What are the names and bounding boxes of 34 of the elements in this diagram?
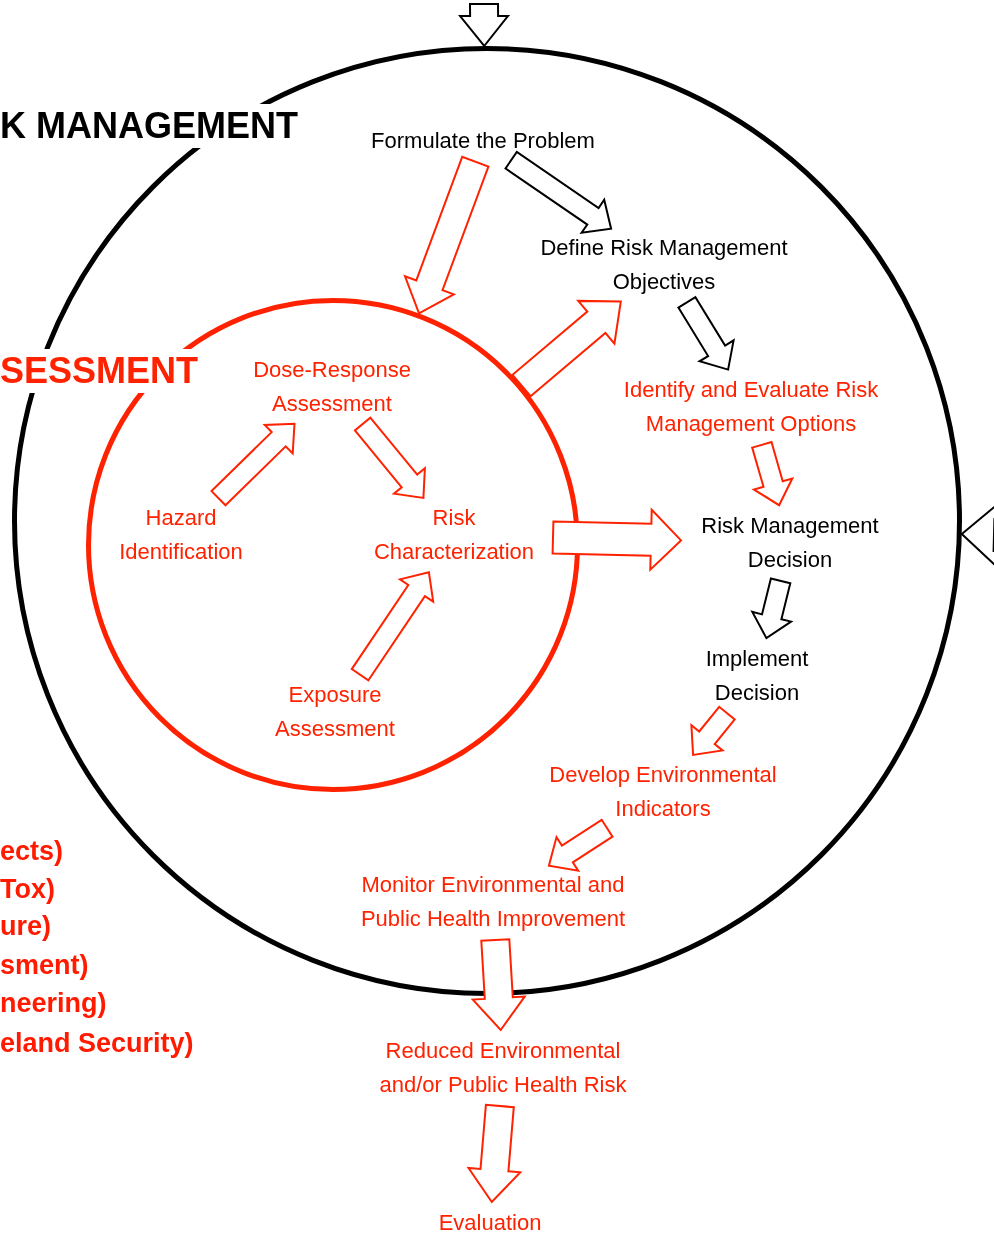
step-label: Risk Characterization: [359, 501, 549, 569]
list-item-text: Tox): [0, 873, 55, 906]
block-arrow: [210, 422, 296, 507]
step-label: Define Risk Management Objectives: [524, 231, 804, 299]
step-label: Monitor Environmental and Public Health Improvement: [340, 868, 646, 936]
step-label: Develop Environmental Indicators: [533, 758, 793, 826]
block-arrow: [470, 938, 527, 1032]
list-item-text: ects): [0, 835, 64, 868]
step-label: Dose-Response Assessment: [237, 353, 427, 421]
block-arrow: [458, 2, 511, 48]
step-label: Exposure Assessment: [260, 678, 410, 746]
block-arrow: [750, 440, 795, 507]
list-item-text: ure): [0, 910, 51, 943]
step-label: Implement Decision: [687, 642, 827, 710]
list-item-text: sment): [0, 949, 89, 982]
list-item-text: eland Security): [0, 1027, 194, 1060]
step-label: Formulate the Problem: [348, 124, 618, 158]
step-label: Identify and Evaluate Risk Management Options: [608, 373, 894, 441]
list-item-text: neering): [0, 987, 107, 1020]
block-arrow: [466, 1103, 523, 1204]
block-arrow: [511, 299, 622, 398]
step-label: Evaluation: [420, 1206, 560, 1236]
block-arrow: [350, 571, 435, 682]
block-arrow: [353, 416, 426, 500]
step-label: Hazard Identification: [106, 501, 256, 569]
block-arrow: [750, 577, 794, 640]
block-arrow: [677, 295, 735, 371]
block-arrow: [551, 507, 683, 573]
step-label: Risk Management Decision: [685, 509, 895, 577]
block-arrow: [547, 818, 614, 873]
block-arrow: [690, 705, 737, 757]
step-label: Reduced Environmental and/or Public Health Risk: [358, 1034, 648, 1102]
block-arrow: [403, 155, 490, 315]
block-arrow: [504, 150, 613, 235]
